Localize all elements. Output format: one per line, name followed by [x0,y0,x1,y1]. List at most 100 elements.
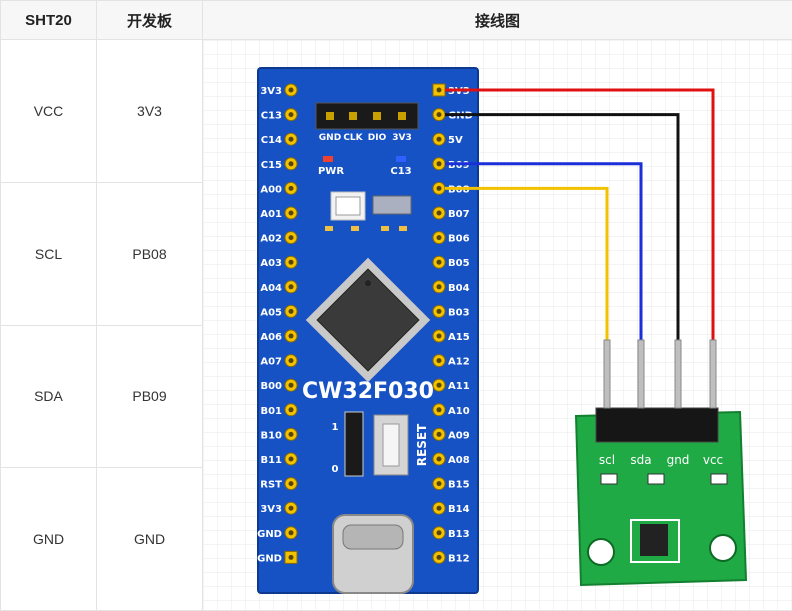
right-pin-label: B13 [448,529,470,540]
left-pin-hole [289,112,294,117]
left-pin-hole [289,457,294,462]
header-sht20: SHT20 [1,1,97,40]
left-pin-hole [289,383,294,388]
right-pin-label: B04 [448,283,470,294]
swd-label-gnd: GND [319,133,341,143]
right-pin-label: A11 [448,381,470,392]
left-pin-label: C13 [261,111,282,122]
left-pin-label: B11 [260,455,282,466]
pwr-led-label: PWR [318,166,344,177]
left-pin-label: A06 [260,332,282,343]
header-board: 开发板 [97,1,203,40]
right-pin-hole [437,506,442,511]
board-pin-cell: GND [97,468,203,611]
right-pin-label: A15 [448,332,470,343]
usb-c-inner [343,525,403,549]
sht20-pin-cell: VCC [1,40,97,183]
left-pin-label: A04 [260,283,282,294]
header-diagram: 接线图 [203,1,792,40]
left-pin-hole [289,407,294,412]
right-pin-label: B06 [448,234,470,245]
right-pin-label: B12 [448,553,470,564]
right-pin-label: B14 [448,504,470,515]
mount-hole-right [710,535,736,561]
header-row: SHT20 开发板 接线图 [1,1,792,40]
right-pin-label: 5V [448,135,463,146]
left-pin-hole [289,555,294,560]
left-pin-hole [289,88,294,93]
right-pin-hole [437,309,442,314]
left-pin-label: GND [257,529,282,540]
left-pin-label: A05 [260,307,282,318]
left-pin-label: A07 [260,357,282,368]
right-pin-hole [437,530,442,535]
sensor-pin-leg [710,340,716,408]
right-pin-label: A08 [448,455,470,466]
right-pin-label: B15 [448,480,470,491]
right-pin-hole [437,383,442,388]
left-pin-label: A00 [260,184,282,195]
boot-jumper [345,412,363,476]
left-pin-label: 3V3 [260,86,282,97]
right-pin-hole [437,137,442,142]
right-pin-label: B03 [448,307,470,318]
c13-led-label: C13 [390,166,411,177]
left-pin-hole [289,235,294,240]
left-pin-label: C15 [261,160,282,171]
sensor-pin-leg [638,340,644,408]
board-pin-cell: 3V3 [97,40,203,183]
left-pin-hole [289,481,294,486]
crystal-inner [336,197,360,215]
right-pin-label: A12 [448,357,470,368]
swd-label-3v3: 3V3 [392,133,412,143]
board-pin-cell: PB08 [97,182,203,325]
reset-button-cap [383,424,399,466]
right-pin-hole [437,161,442,166]
left-pin-hole [289,211,294,216]
sensor-label-scl: scl [599,453,615,467]
right-pin-hole [437,432,442,437]
reset-label: RESET [415,423,429,466]
cw32f030-board: 3V3C13C14C15A00A01A02A03A04A05A06A07B00B… [257,68,478,593]
left-pin-hole [289,260,294,265]
sensor-header [596,408,718,442]
boot-label-0: 0 [332,464,339,475]
right-pin-hole [437,260,442,265]
right-pin-hole [437,334,442,339]
right-pin-label: B07 [448,209,470,220]
sensor-label-gnd: gnd [667,453,690,467]
pwr-led [323,156,333,162]
swd-header-pin [373,112,381,120]
right-pin-label: A10 [448,406,470,417]
left-pin-hole [289,137,294,142]
smd-pad-1 [325,226,333,231]
left-pin-label: B01 [260,406,282,417]
mount-hole-left [588,539,614,565]
left-pin-hole [289,284,294,289]
swd-header-pin [349,112,357,120]
left-pin-label: RST [260,480,282,491]
right-pin-hole [437,235,442,240]
sht20-chip [640,524,668,556]
right-pin-hole [437,457,442,462]
sensor-pin-leg [675,340,681,408]
inductor [373,196,411,214]
sensor-label-sda: sda [630,453,651,467]
left-pin-label: 3V3 [260,504,282,515]
left-pin-label: A02 [260,234,282,245]
right-pin-hole [437,555,442,560]
smd-pad-2 [351,226,359,231]
sensor-resistor-1 [601,474,617,484]
right-pin-hole [437,88,442,93]
right-pin-label: B05 [448,258,470,269]
right-pin-hole [437,112,442,117]
left-pin-label: B00 [260,381,282,392]
swd-label-dio: DIO [368,133,387,143]
sensor-resistor-3 [711,474,727,484]
sht20-pin-cell: SDA [1,325,97,468]
swd-header-pin [398,112,406,120]
boot-label-1: 1 [332,422,339,433]
